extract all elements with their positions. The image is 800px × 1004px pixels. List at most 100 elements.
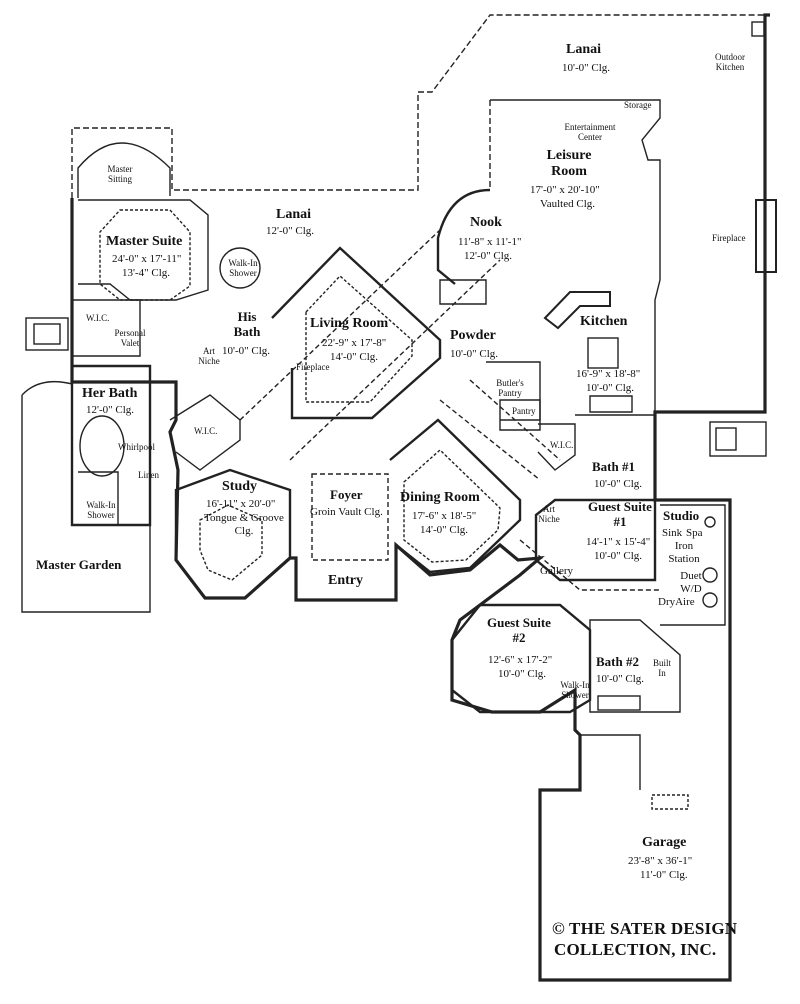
entertainment-center-label: Entertainment Center [564,122,616,143]
studio-item-sink: Sink [662,527,683,539]
lanai-top-inner [490,99,661,412]
fireplace-living-label: Fireplace [296,362,330,372]
dining-ceiling [403,449,501,563]
living-room-size: 22'-9" x 17'-8" [322,337,387,349]
foyer-clg: Groin Vault Clg. [310,506,383,518]
garden-fountain [25,317,69,351]
copyright-line1: © THE SATER DESIGN [552,919,738,938]
lanai-top-clg: 10'-0" Clg. [562,62,611,74]
living-room-walls [271,246,442,420]
foyer-label: Foyer [330,487,363,502]
study-size: 16'-11" x 20'-0" [206,498,276,510]
studio-sink [704,516,716,528]
garage-attic-hatch [651,794,689,810]
his-shower [219,247,261,289]
pantry-box [499,399,541,431]
storage-label: Storage [624,100,652,110]
nook-size: 11'-8" x 11'-1" [458,236,522,248]
lanai-top-label: Lanai [566,42,602,57]
powder-clg: 10'-0" Clg. [450,348,499,360]
bath1-label: Bath #1 [592,459,635,474]
personal-valet-label: Personal Valet [114,328,146,349]
master-suite-size: 24'-0" x 17'-11" [112,253,182,265]
guest-suite1-size: 14'-1" x 15'-4" [586,536,651,548]
walk-in-shower-her-label: Walk-In Shower [86,500,116,521]
his-bath-clg: 10'-0" Clg. [222,345,271,357]
bath2-clg: 10'-0" Clg. [596,673,645,685]
garage-size: 23'-8" x 36'-1" [628,855,693,867]
outdoor-kitchen-sink [751,21,765,37]
kitchen-clg: 10'-0" Clg. [586,382,635,394]
gallery-hall [519,539,660,591]
garage-clg: 11'-0" Clg. [640,869,688,881]
guest-suite1-clg: 10'-0" Clg. [594,550,643,562]
study-clg: Tongue & Groove Clg. [204,512,284,537]
master-suite-label: Master Suite [106,234,183,249]
guest-suite2-clg: 10'-0" Clg. [498,668,547,680]
studio-walls [660,504,726,626]
walk-in-shower-top-label: Walk-In Shower [228,258,258,279]
studio-item-duet: Duet W/D [680,570,702,595]
master-garden-label: Master Garden [36,557,122,572]
studio-item-dryaire: DryAire [658,596,695,608]
wic-right-label: W.I.C. [550,440,574,450]
fireplace-block [755,199,777,273]
living-room-clg: 14'-0" Clg. [330,351,379,363]
guest-suite2-label: Guest Suite #2 [487,615,551,645]
dining-room-size: 17'-6" x 18'-5" [412,510,477,522]
leisure-room-size: 17'-0" x 20'-10" [530,184,600,196]
guest-suite1-walls [534,498,657,582]
study-walls [174,468,292,600]
lanai-outline [71,14,765,198]
wic-right [537,423,576,471]
her-bath-clg: 12'-0" Clg. [86,404,135,416]
lanai-mid-clg: 12'-0" Clg. [266,225,315,237]
kitchen-size: 16'-9" x 18'-8" [576,368,641,380]
kitchen-island [587,337,619,369]
outdoor-kitchen-label: Outdoor Kitchen [715,52,745,73]
bath2-label: Bath #2 [596,654,639,669]
hall-diagonal-b [439,379,561,481]
hall-diagonal-a [239,229,501,461]
dining-room-walls [389,418,522,574]
living-ceiling [305,275,413,403]
copyright-line2: COLLECTION, INC. [554,940,717,959]
rear-ac-pad [709,421,767,457]
walk-in-shower-g2-label: Walk-In Shower [560,680,590,701]
whirlpool-label: Whirlpool [118,442,155,452]
built-in-label: Built In [652,658,671,679]
foyer-box [311,473,389,561]
whirlpool-tub [79,415,125,477]
bath2-walls [589,619,681,713]
leisure-room-clg: Vaulted Clg. [540,198,595,210]
study-label: Study [222,479,258,494]
guest-suite1-label: Guest Suite #1 [588,499,652,529]
kitchen-counter [543,291,611,330]
nook-bay [436,188,491,285]
art-niche-right-label: Art Niche [538,504,560,525]
dining-room-clg: 14'-0" Clg. [420,524,469,536]
master-garden-wall [21,380,151,613]
her-bath-label: Her Bath [82,386,138,401]
study-ceiling [199,504,263,581]
rear-ac-pad-inner [715,427,737,451]
linen-label: Linen [138,470,159,480]
living-room-label: Living Room [310,316,389,331]
his-bath-label: His Bath [233,309,261,339]
studio-dryer [702,592,718,608]
studio-washer [702,567,718,583]
studio-item-iron: Iron Station [668,540,700,565]
studio-item-spa: Spa [686,527,703,539]
master-suite-clg: 13'-4" Clg. [122,267,171,279]
guest-suite2-size: 12'-6" x 17'-2" [488,654,553,666]
master-suite-room [78,199,209,301]
entry-porch [295,560,397,601]
nook-clg: 12'-0" Clg. [464,250,513,262]
bath1-clg: 10'-0" Clg. [594,478,643,490]
wic-mid [169,394,241,471]
garage-interior [580,734,641,790]
fireplace-right-label: Fireplace [712,233,746,243]
lanai-mid-label: Lanai [276,207,312,222]
entry-label: Entry [328,573,363,588]
gallery-label: Gallery [540,565,573,577]
